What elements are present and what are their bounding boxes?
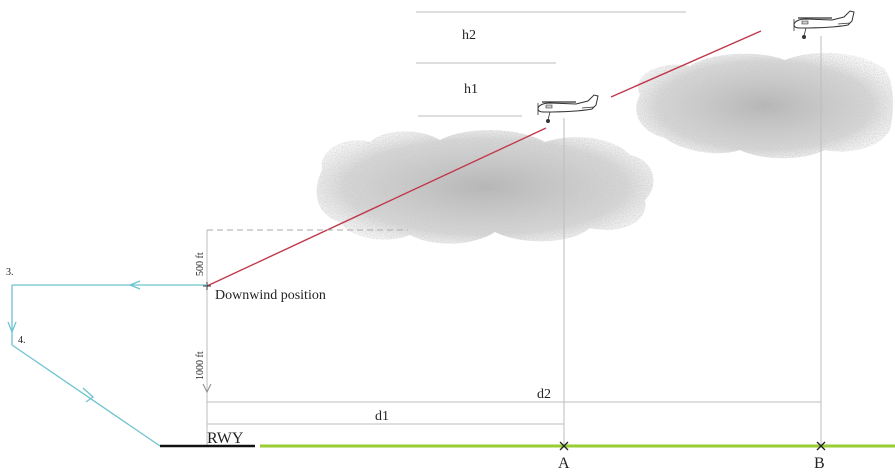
airplane-icon [537, 94, 599, 123]
d2-label: d2 [537, 387, 551, 402]
runway-label: RWY [207, 430, 244, 447]
climb-path-continued [610, 30, 762, 98]
point-a-label: A [558, 455, 570, 472]
downwind-marker [203, 282, 211, 290]
cloud-left [316, 130, 654, 244]
h2-label: h2 [462, 28, 476, 43]
point-b-marker [816, 441, 826, 451]
climb-path [206, 127, 547, 287]
h1-label: h1 [464, 82, 478, 97]
airplane-icon [793, 10, 855, 39]
cloud-right [636, 52, 893, 159]
downwind-label: Downwind position [215, 288, 326, 303]
1000ft-arrow-head [202, 383, 212, 394]
alt-500-label: 500 ft [195, 252, 206, 276]
alt-1000-label: 1000 ft [195, 351, 206, 380]
traffic-pattern [7, 280, 207, 447]
step-4-label: 4. [18, 335, 26, 346]
step-3-label: 3. [6, 267, 14, 278]
point-a-marker [559, 441, 569, 451]
point-b-label: B [814, 455, 825, 472]
d1-label: d1 [375, 409, 389, 424]
